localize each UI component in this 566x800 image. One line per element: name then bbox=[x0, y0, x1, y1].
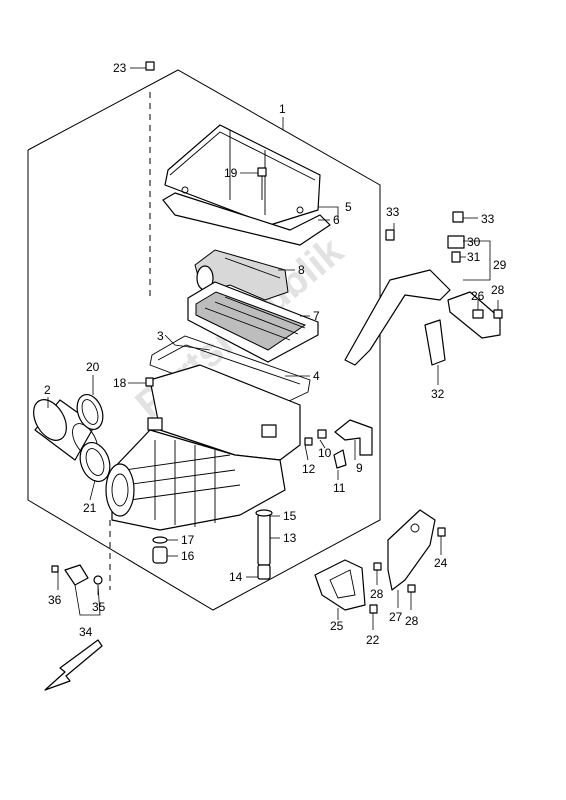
air-cleaner-cover bbox=[164, 124, 321, 226]
filter-element bbox=[187, 281, 319, 363]
label-35: 35 bbox=[92, 600, 106, 614]
label-32: 32 bbox=[431, 387, 445, 401]
label-15: 15 bbox=[283, 509, 297, 523]
drain-plug bbox=[152, 536, 168, 564]
label-33-right: 33 bbox=[481, 212, 495, 226]
label-2: 2 bbox=[44, 383, 51, 397]
label-28-lower-left: 28 bbox=[370, 587, 384, 601]
arrow-front-icon bbox=[44, 639, 103, 691]
label-31: 31 bbox=[467, 250, 481, 264]
label-28-lower-right: 28 bbox=[405, 614, 419, 628]
mounting-plate bbox=[447, 291, 501, 339]
label-8: 8 bbox=[298, 263, 305, 277]
lower-bracket bbox=[314, 559, 366, 611]
label-27: 27 bbox=[389, 610, 403, 624]
label-10: 10 bbox=[318, 446, 332, 460]
label-3: 3 bbox=[157, 329, 164, 343]
lower-gaskets bbox=[149, 335, 311, 411]
label-23: 23 bbox=[113, 61, 127, 75]
small-fittings bbox=[304, 429, 347, 469]
drain-tube bbox=[255, 509, 273, 580]
label-5: 5 bbox=[345, 200, 352, 214]
breather-hose bbox=[334, 419, 373, 456]
label-19: 19 bbox=[224, 166, 238, 180]
label-13: 13 bbox=[283, 531, 297, 545]
label-20: 20 bbox=[86, 360, 100, 374]
label-22: 22 bbox=[366, 633, 380, 647]
label-21: 21 bbox=[83, 501, 97, 515]
label-11: 11 bbox=[333, 481, 346, 495]
cover-screw bbox=[257, 167, 267, 200]
label-30: 30 bbox=[467, 235, 481, 249]
label-24: 24 bbox=[434, 556, 448, 570]
label-16: 16 bbox=[181, 549, 195, 563]
part-labels: 23 1 19 5 6 8 7 3 4 20 18 2 10 9 12 11 2… bbox=[44, 61, 507, 647]
air-cleaner-case bbox=[105, 364, 301, 531]
label-25: 25 bbox=[330, 619, 344, 633]
label-17: 17 bbox=[181, 533, 195, 547]
label-28-upper: 28 bbox=[491, 283, 505, 297]
label-4: 4 bbox=[313, 369, 320, 383]
top-bolt bbox=[145, 61, 155, 71]
clamp-upper bbox=[76, 393, 104, 431]
label-14: 14 bbox=[229, 570, 243, 584]
label-6: 6 bbox=[333, 213, 340, 227]
label-36: 36 bbox=[48, 593, 62, 607]
clamp-lower bbox=[79, 442, 111, 482]
bolt-stack bbox=[385, 211, 503, 319]
hanger-bracket bbox=[344, 269, 451, 366]
label-18: 18 bbox=[113, 376, 127, 390]
label-29: 29 bbox=[493, 258, 507, 272]
small-fasteners bbox=[369, 527, 446, 614]
label-1: 1 bbox=[279, 102, 286, 116]
label-7: 7 bbox=[313, 309, 320, 323]
grommet bbox=[145, 377, 154, 387]
leader-lines bbox=[47, 67, 499, 630]
label-34: 34 bbox=[79, 625, 93, 639]
side-bracket bbox=[387, 509, 436, 591]
label-9: 9 bbox=[356, 461, 363, 475]
label-12: 12 bbox=[302, 462, 316, 476]
label-26: 26 bbox=[471, 289, 485, 303]
sensor bbox=[51, 564, 103, 586]
label-33-left: 33 bbox=[386, 205, 400, 219]
